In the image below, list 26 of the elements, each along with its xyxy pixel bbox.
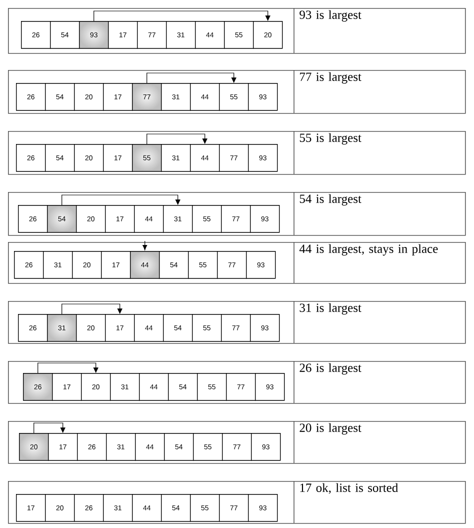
row-frame: [8, 8, 466, 54]
arrow: [62, 194, 180, 206]
arrow: [38, 362, 98, 374]
description-cell: 26 is largest: [294, 360, 362, 404]
description-cell: 44 is largest, stays in place: [294, 242, 438, 284]
description-cell: 17 ok, list is sorted: [294, 480, 398, 524]
description-cell: 55 is largest: [294, 130, 362, 174]
row-frame: [8, 242, 466, 284]
row-frame: [8, 421, 466, 464]
arrow: [146, 134, 208, 144]
row-frame: [8, 192, 466, 236]
row-frame: [8, 361, 466, 404]
description-cell: 93 is largest: [294, 8, 362, 54]
arrow: [34, 422, 66, 434]
arrow: [142, 240, 148, 250]
description-cell: 20 is largest: [294, 420, 362, 464]
row-frame: [8, 301, 466, 344]
description-cell: 77 is largest: [294, 70, 362, 114]
description-cell: 31 is largest: [294, 300, 362, 344]
row-frame: [8, 70, 466, 114]
arrow: [94, 10, 270, 22]
row-frame: [8, 481, 466, 524]
row-frame: [8, 131, 466, 175]
arrow: [146, 72, 236, 84]
description-cell: 54 is largest: [294, 192, 362, 236]
arrow: [62, 304, 122, 314]
